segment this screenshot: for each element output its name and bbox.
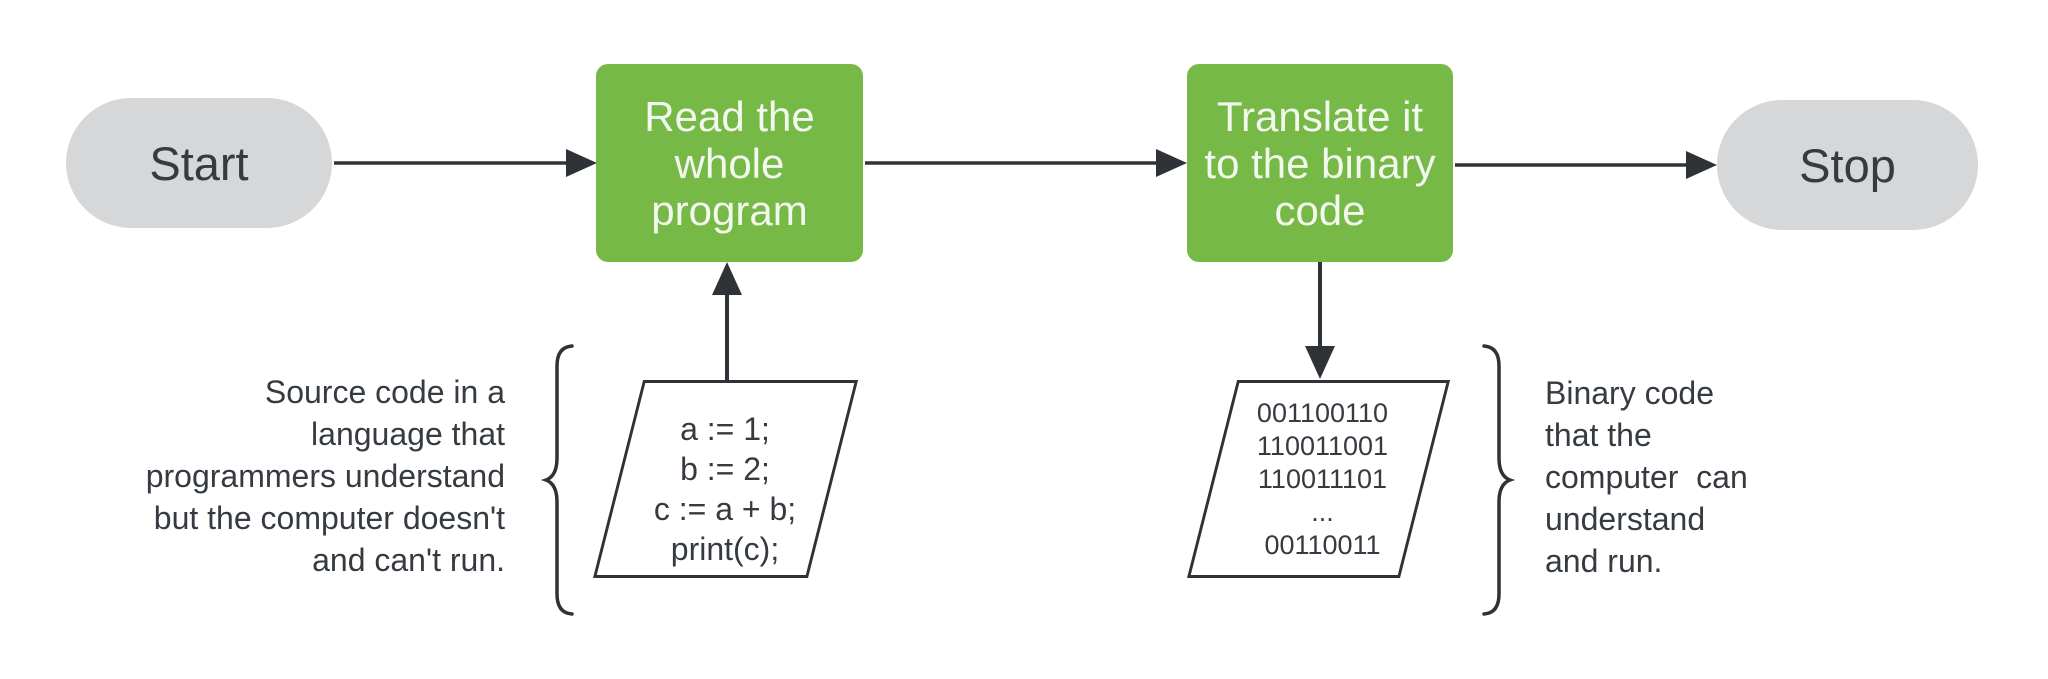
source-code-text: a := 1; b := 2; c := a + b; print(c);: [590, 409, 860, 569]
stop-node: Stop: [1717, 100, 1978, 230]
binary-code-line: 110011001: [1256, 431, 1389, 461]
process-read-line: whole: [674, 139, 785, 187]
arrow-start-to-read: [334, 149, 597, 177]
start-label: Start: [149, 136, 249, 190]
arrow-source-to-read: [712, 262, 742, 380]
process-read-program: Read the whole program: [596, 64, 863, 262]
arrow-read-to-translate: [865, 149, 1187, 177]
process-translate-line: to the binary: [1204, 139, 1436, 187]
binary-code-line: 00110011: [1264, 530, 1381, 560]
process-translate-line: code: [1274, 186, 1366, 234]
annotation-line: language that: [311, 416, 505, 452]
source-code-line: c := a + b;: [653, 491, 797, 527]
process-translate-binary: Translate it to the binary code: [1187, 64, 1453, 262]
source-code-line: b := 2;: [680, 451, 770, 487]
annotation-line: and can't run.: [312, 542, 505, 578]
arrow-translate-to-binary: [1305, 262, 1335, 379]
binary-code-line: ...: [1311, 497, 1334, 527]
stop-label: Stop: [1799, 138, 1896, 192]
source-code-line: print(c);: [670, 531, 780, 567]
annotation-line: Source code in a: [264, 374, 505, 410]
annotation-line: that the: [1545, 417, 1652, 453]
arrow-translate-to-stop: [1455, 151, 1717, 179]
process-read-line: Read the: [644, 92, 815, 140]
binary-code-line: 001100110: [1256, 398, 1389, 428]
process-read-line: program: [651, 186, 808, 234]
left-brace: [540, 344, 574, 616]
annotation-line: computer can: [1545, 459, 1748, 495]
annotation-line: but the computer doesn't: [153, 500, 505, 536]
binary-code-text: 001100110 110011001 110011101 ... 001100…: [1210, 397, 1435, 562]
source-code-annotation: Source code in a language that programme…: [100, 371, 505, 581]
start-node: Start: [66, 98, 332, 228]
annotation-line: programmers understand: [145, 458, 505, 494]
annotation-line: Binary code: [1545, 375, 1714, 411]
annotation-line: and run.: [1545, 543, 1663, 579]
binary-code-line: 110011101: [1257, 464, 1388, 494]
binary-code-annotation: Binary code that the computer can unders…: [1545, 372, 1885, 582]
process-translate-line: Translate it: [1216, 92, 1424, 140]
right-brace: [1482, 344, 1516, 616]
annotation-line: understand: [1545, 501, 1706, 537]
source-code-line: a := 1;: [680, 411, 770, 447]
